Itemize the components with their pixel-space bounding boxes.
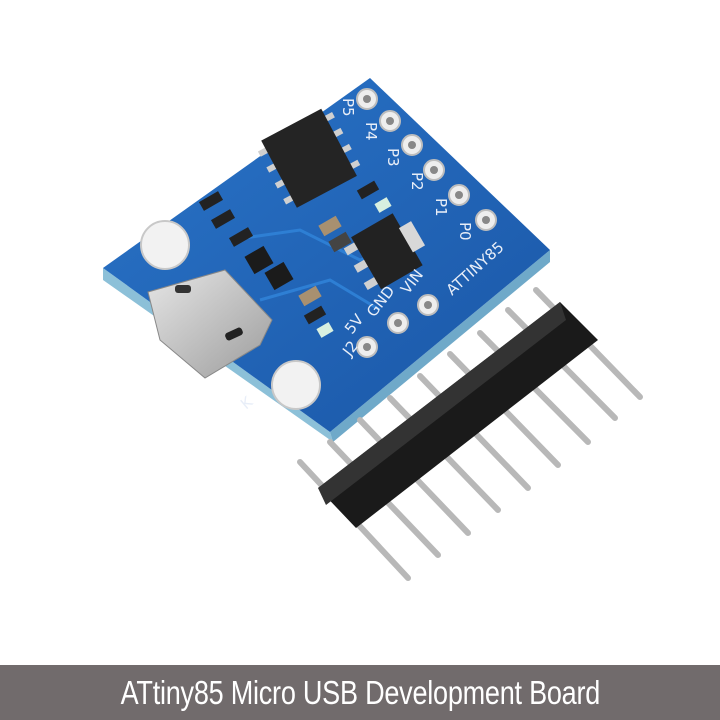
mounting-holes [140,220,321,410]
label-p2: P2 [408,172,426,191]
label-p5: P5 [339,98,357,117]
product-photo: P5 P4 P3 P2 P1 P0 J2 5V GND VIN ATTINY85… [103,78,643,581]
label-p0: P0 [456,222,474,241]
product-caption: ATtiny85 Micro USB Development Board [120,673,600,711]
smd-components [198,180,392,338]
micro-usb-connector [147,269,273,379]
label-p4: P4 [362,122,380,141]
label-p3: P3 [384,148,402,167]
label-p1: P1 [432,198,450,217]
voltage-regulator [343,213,426,291]
caption-bar: ATtiny85 Micro USB Development Board [0,665,720,720]
pin-header [297,287,643,581]
label-k: K [237,392,257,413]
attiny85-chip [257,108,361,208]
